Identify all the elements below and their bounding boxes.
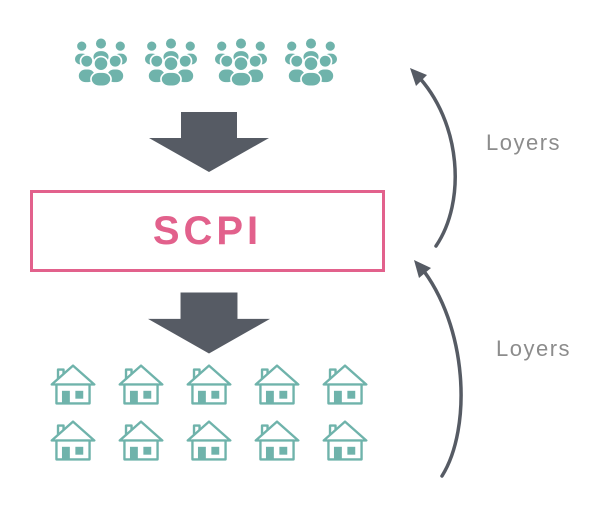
loyers-arrow-bottom-icon: [414, 260, 463, 478]
people-group-icon: [213, 36, 269, 88]
people-group-icon: [283, 36, 339, 88]
house-icon: [186, 364, 232, 405]
house-icon: [50, 364, 96, 405]
flow-arrow-down-top-icon: [149, 112, 269, 172]
house-icon: [322, 420, 368, 461]
house-icon: [118, 420, 164, 461]
flow-arrow-down-bottom-icon: [148, 292, 270, 354]
scpi-label: SCPI: [152, 208, 263, 253]
house-icon: [322, 364, 368, 405]
loyers-label-top: Loyers: [486, 130, 562, 155]
house-icon: [186, 420, 232, 461]
loyers-label-bottom: Loyers: [496, 336, 572, 361]
house-icon: [50, 420, 96, 461]
people-group-icon: [73, 36, 129, 88]
investors-group-row: [70, 36, 342, 88]
loyers-arrow-top-icon: [410, 68, 457, 248]
houses-row: [50, 420, 368, 461]
people-group-icon: [143, 36, 199, 88]
house-icon: [254, 364, 300, 405]
house-icon: [118, 364, 164, 405]
scpi-box: SCPI: [30, 190, 385, 272]
houses-row: [50, 364, 368, 405]
house-icon: [254, 420, 300, 461]
